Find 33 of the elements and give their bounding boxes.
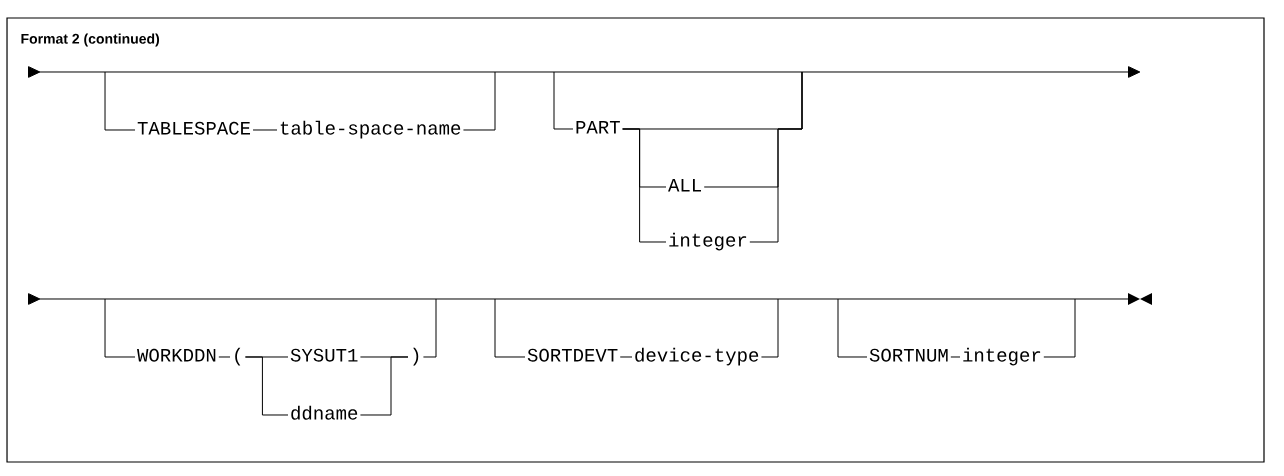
connector-line [837,298,868,358]
connector-line [619,356,633,358]
connector-line [760,298,779,358]
syntax-keyword: SORTDEVT [527,348,618,362]
main-rail [28,293,1152,305]
connector-line [749,71,803,243]
connector-line [950,356,961,358]
syntax-keyword: TABLESPACE [137,121,250,135]
syntax-keyword: ALL [668,179,701,192]
connector-line [359,356,409,416]
title: Format 2 (continued) [21,33,160,47]
syntax-keyword: ddname [291,405,358,420]
syntax-keyword: SYSUT1 [290,348,358,362]
connector-line [104,298,136,358]
syntax-keyword: SORTNUM [869,348,948,362]
syntax-keyword: integer [963,347,1041,366]
syntax-keyword: ) [413,347,419,366]
syntax-keyword: device-type [635,347,759,366]
syntax-keyword: PART [576,121,620,134]
connector-line [462,71,496,131]
connector-line [1043,298,1076,358]
connector-line [252,129,278,131]
connector-line [494,298,526,358]
syntax-keyword: table-space-name [280,120,461,139]
connector-line [218,356,231,358]
connector-line [422,298,437,358]
connector-line [244,356,289,416]
connector-line [553,71,574,130]
syntax-keyword: integer [669,232,747,251]
syntax-keyword: ( [235,347,241,366]
syntax-keyword: WORKDDN [137,348,216,362]
main-rail [28,66,1141,78]
connector-line [104,71,136,131]
